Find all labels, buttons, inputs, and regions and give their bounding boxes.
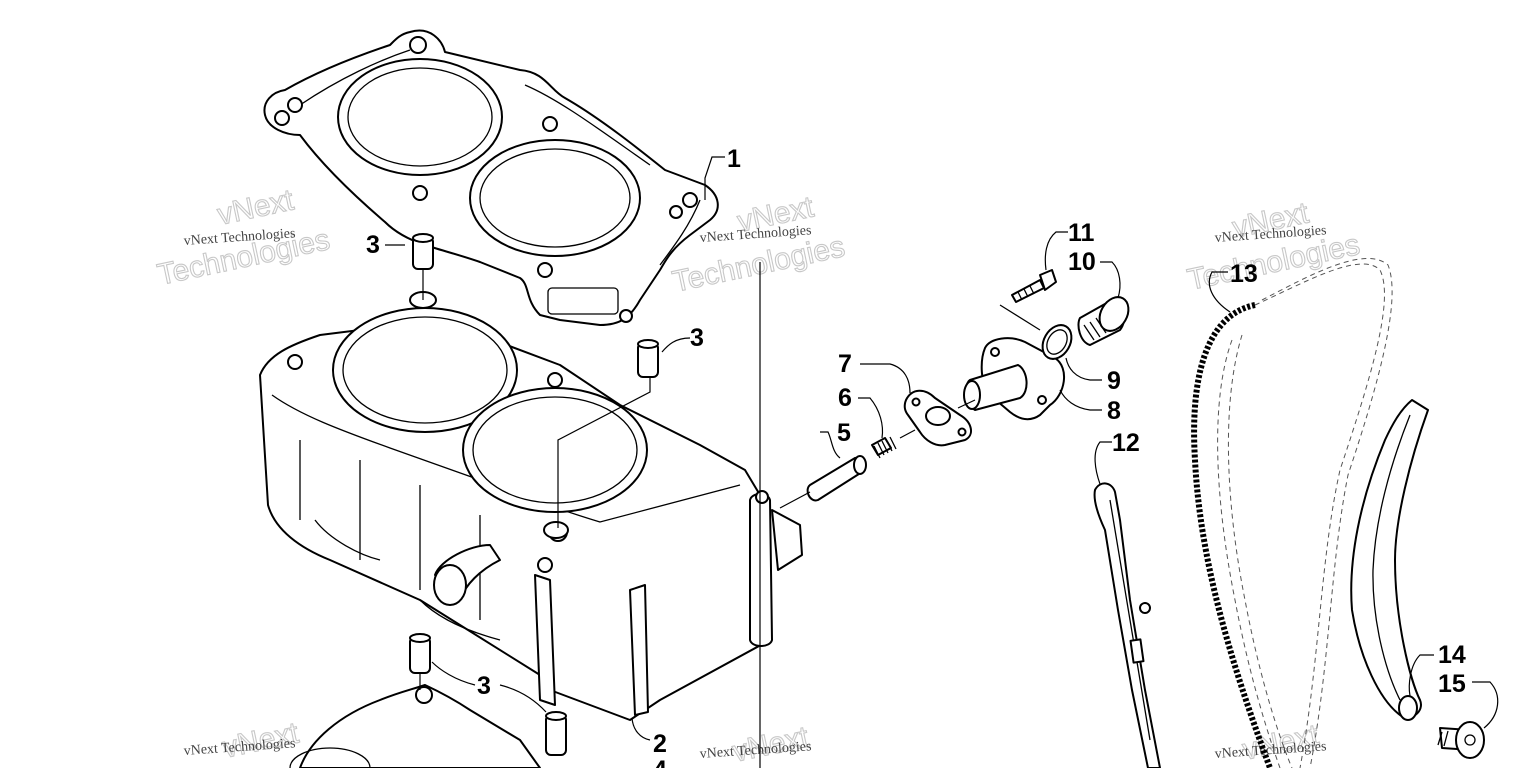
watermark-bottom-right: vNext vNext Technologies	[1214, 718, 1327, 767]
cylinder-base-gasket	[289, 684, 541, 768]
callout-1: 1	[727, 145, 741, 173]
callout-4: 4	[653, 756, 667, 768]
callout-9: 9	[1107, 367, 1121, 395]
tensioner-spring	[871, 436, 897, 459]
watermark-top-right: vNext Technologies vNext Technologies	[1184, 196, 1363, 297]
cam-chain	[1191, 257, 1393, 768]
callout-3-lower: 3	[477, 672, 491, 700]
callout-labels: 1 2 3 3 3 4 5 6 7 8 9 10 11 12 13 14 15	[366, 145, 1466, 768]
callout-10: 10	[1068, 248, 1096, 276]
watermark-top-left: vNext Technologies vNext Technologies	[154, 183, 333, 292]
cylinder-block	[259, 307, 803, 721]
callout-8: 8	[1107, 397, 1121, 425]
leader-lines	[385, 156, 1499, 768]
tensioner-body	[963, 337, 1065, 421]
callout-14: 14	[1438, 641, 1466, 669]
chain-guide-rear	[1350, 399, 1429, 721]
tensioner-gasket	[903, 389, 972, 447]
callout-7: 7	[838, 350, 852, 378]
tensioner-plunger	[806, 455, 867, 502]
chain-guide-front	[1093, 482, 1161, 768]
callout-2: 2	[653, 730, 667, 758]
pivot-bolt	[1437, 721, 1485, 759]
callout-5: 5	[837, 419, 851, 447]
dowel-pin-lower-right	[545, 711, 567, 756]
tensioner-mounting-bolt	[1011, 269, 1057, 303]
callout-13: 13	[1230, 260, 1258, 288]
callout-11: 11	[1068, 219, 1095, 247]
dowel-pin-upper-right	[637, 339, 659, 378]
tensioner-cap-bolt	[1077, 296, 1130, 346]
watermark-bottom-middle: vNext vNext Technologies	[699, 720, 812, 768]
callout-3-middle: 3	[690, 324, 704, 352]
dowel-pin-lower-left	[409, 633, 431, 674]
callout-6: 6	[838, 384, 852, 412]
dowel-pin-upper-left	[412, 233, 434, 270]
callout-15: 15	[1438, 670, 1466, 698]
o-ring	[1041, 324, 1073, 360]
callout-12: 12	[1112, 429, 1140, 457]
watermark-bottom-left: vNext vNext Technologies	[183, 716, 302, 765]
cylinder-head-gasket	[263, 29, 719, 326]
watermark-big-line1: vNext	[215, 183, 298, 231]
callout-3-top-left: 3	[366, 231, 380, 259]
